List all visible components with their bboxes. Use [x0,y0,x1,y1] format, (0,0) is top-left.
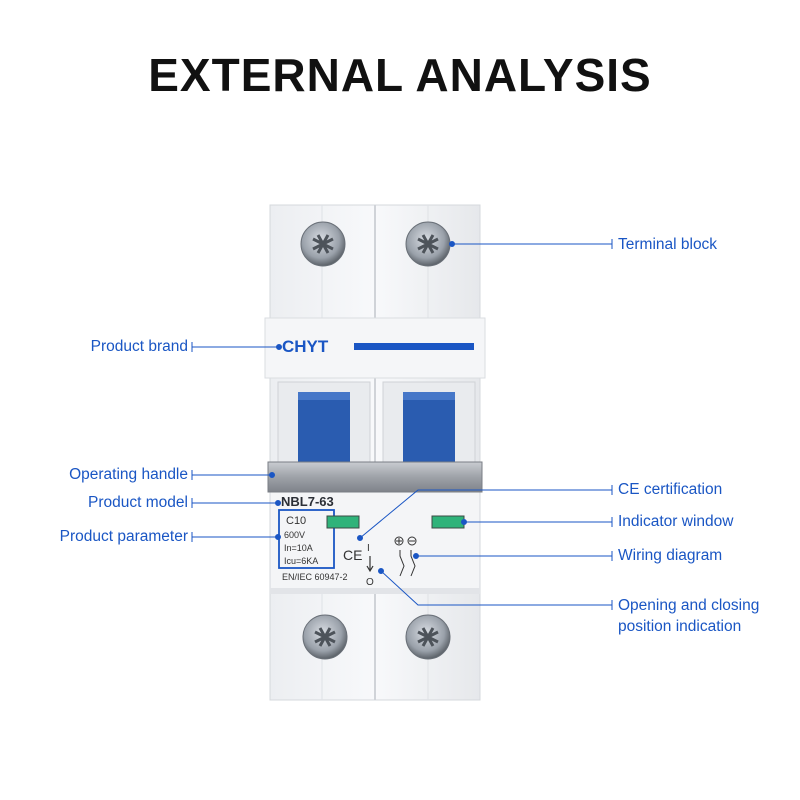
off-mark: O [366,577,374,588]
handle-tie-bar [267,461,483,493]
breaking-text: Icu=6KA [284,556,318,566]
current-text: In=10A [284,543,313,553]
on-mark: I [367,543,370,554]
model-text: NBL7-63 [281,494,334,509]
wiring-diagram-icon [394,536,417,577]
label-opening-closing-line2: position indication [618,618,742,635]
label-indicator-window: Indicator window [618,513,734,530]
label-wiring-diagram: Wiring diagram [618,547,723,564]
top-right-screw [405,221,451,267]
label-product-brand: Product brand [90,338,188,355]
standard-text: EN/IEC 60947-2 [282,572,348,582]
operating-handle-left [298,392,350,462]
label-product-model: Product model [88,494,188,511]
label-terminal-block: Terminal block [618,236,718,253]
brand-band: CHYT [282,337,474,356]
voltage-text: 600V [284,530,305,540]
label-product-parameter: Product parameter [59,528,188,545]
brand-text: CHYT [282,337,329,356]
indicator-window-left [326,515,360,529]
label-operating-handle: Operating handle [69,466,188,483]
rating-text: C10 [286,515,306,527]
label-ce-certification: CE certification [618,481,723,498]
indicator-window-right [431,515,465,529]
bottom-right-screw [405,614,451,660]
callout-lines [191,239,613,610]
switch-arrow-icon [366,556,374,573]
label-opening-closing-line1: Opening and closing [618,597,760,614]
bottom-left-screw [302,614,348,660]
page-title: EXTERNAL ANALYSIS [148,49,652,101]
ce-mark: CE [343,547,362,563]
operating-handle-right [403,392,455,462]
top-left-screw [300,221,346,267]
